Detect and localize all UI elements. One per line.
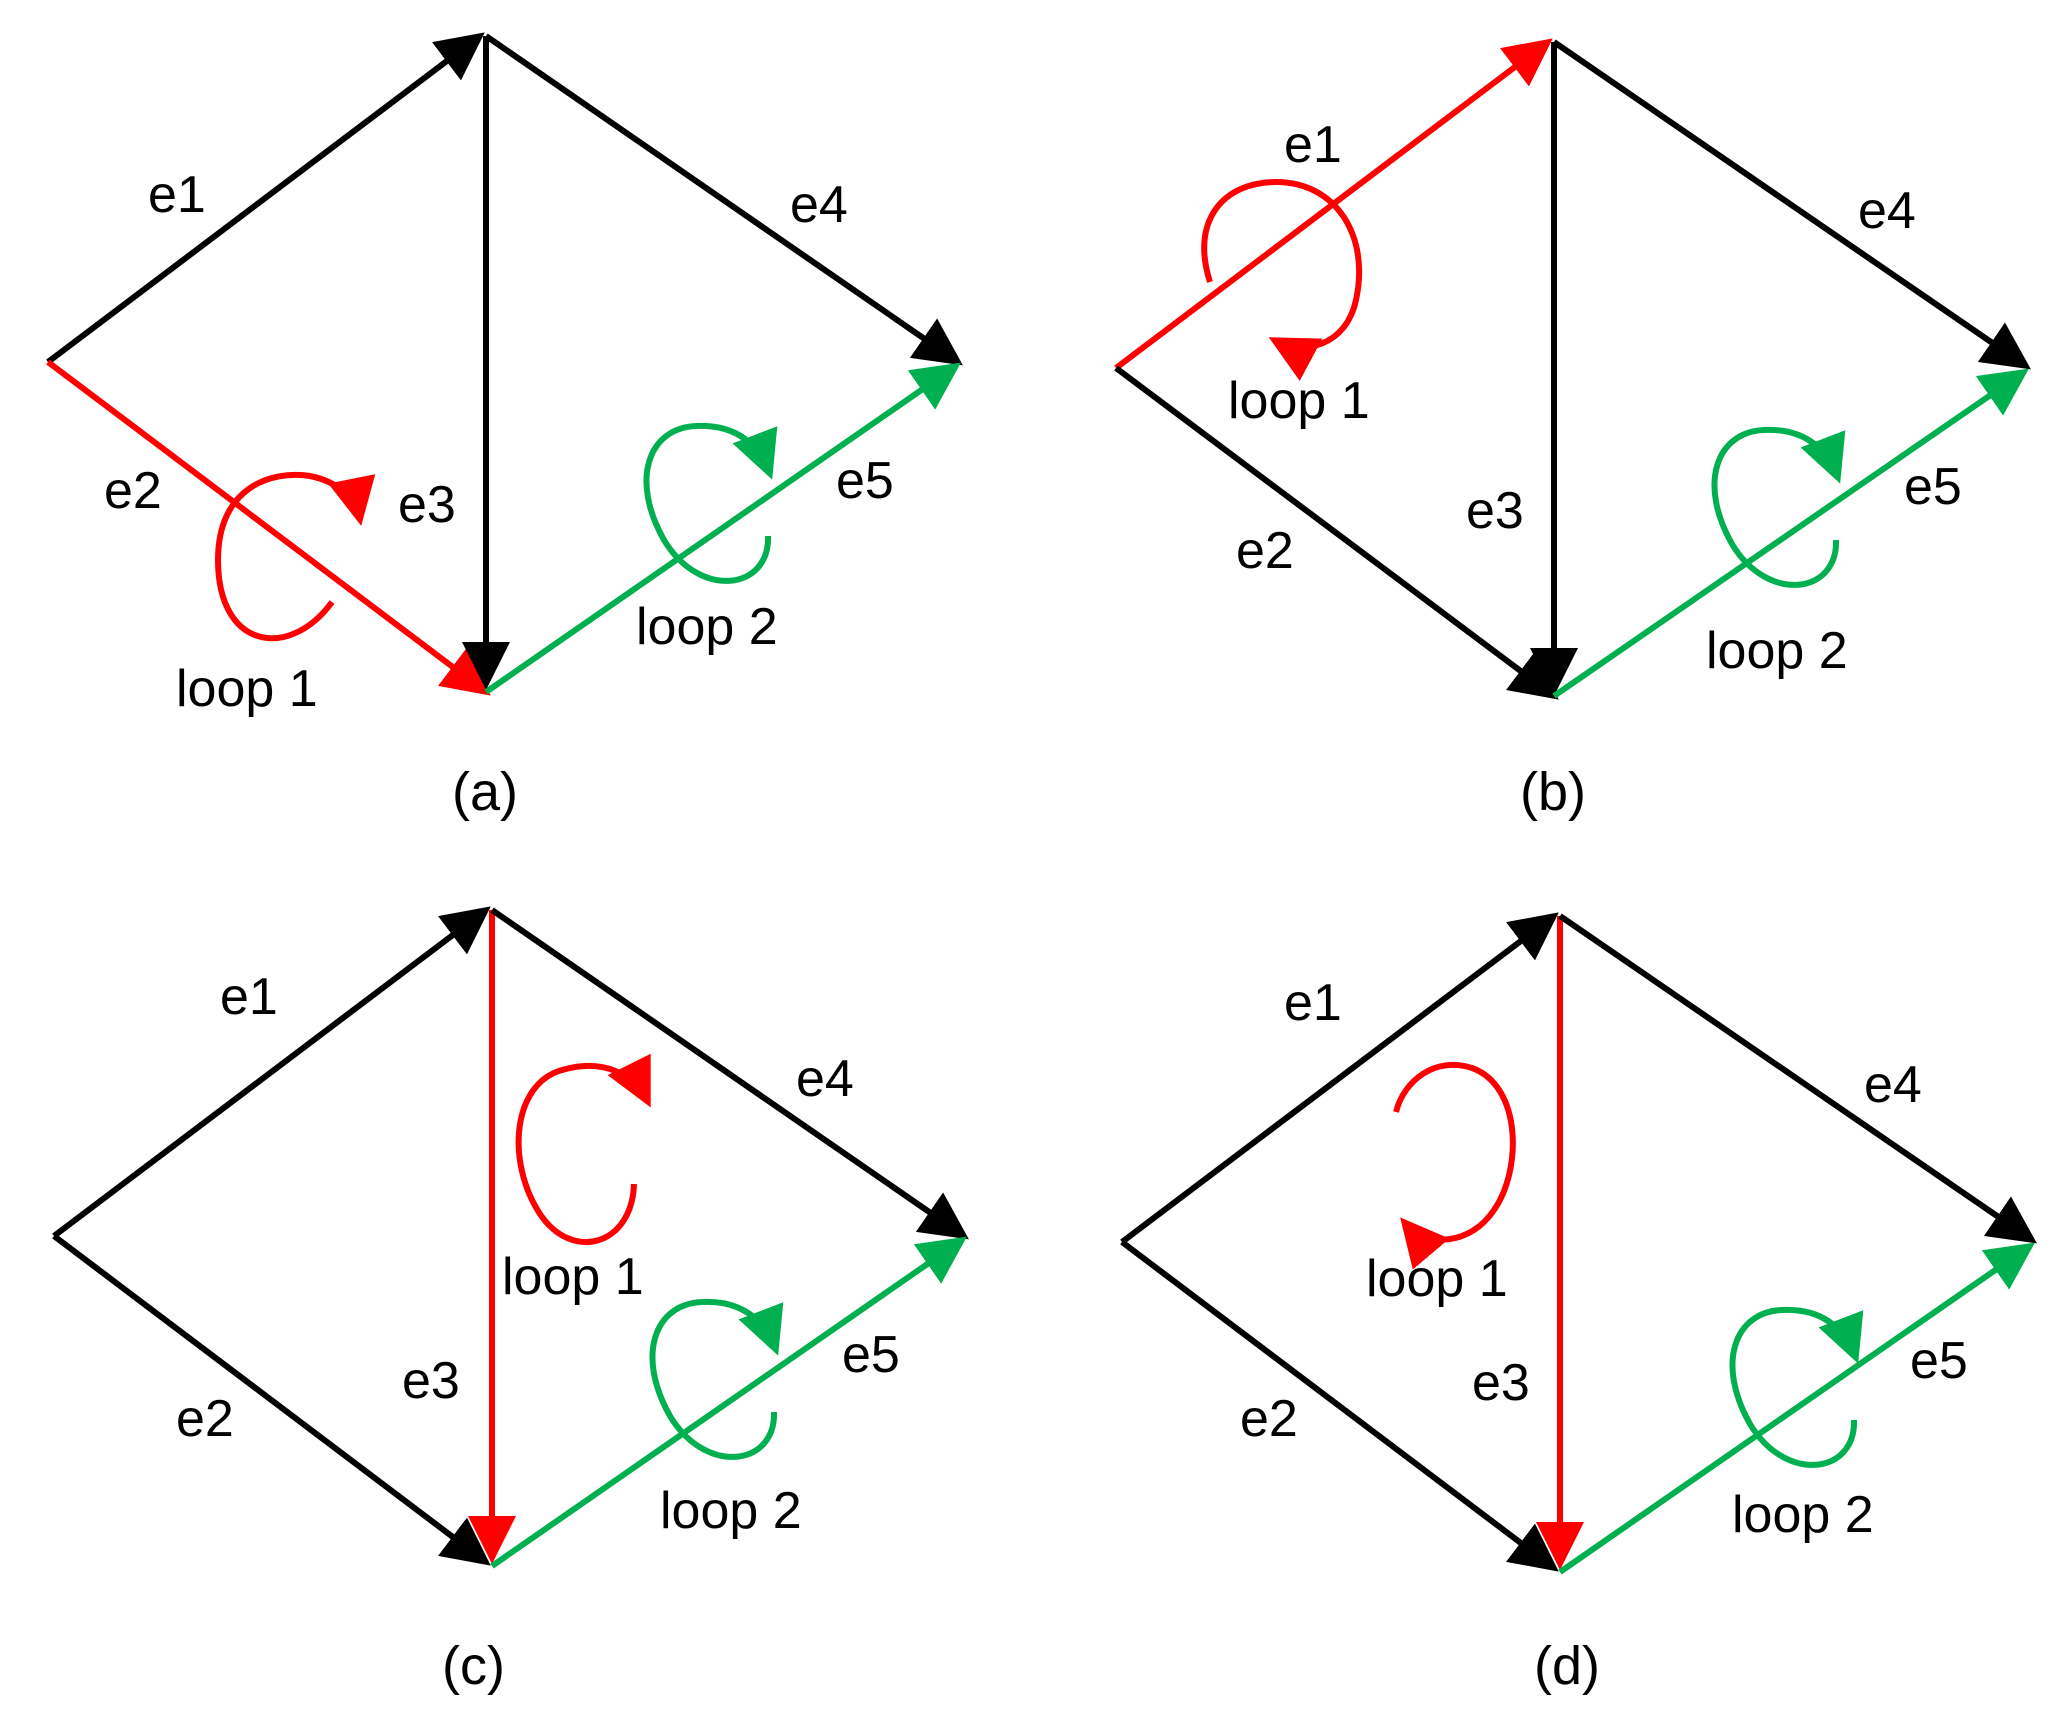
edge-e4: [490, 907, 969, 1240]
edge-label-e5: e5: [1910, 1332, 1968, 1390]
panel-d: e1 e2 e3 e4 e5 loop 1 loop 2 (d): [1120, 912, 2037, 1696]
edge-e5: [484, 362, 961, 695]
loop-label-2: loop 2: [636, 598, 778, 656]
edge-e5: [1558, 1242, 2035, 1575]
panel-a: e1 e2 e3 e4 e5 loop 1 loop 2 (a): [46, 32, 963, 822]
panel-caption-c: (c): [442, 1636, 505, 1696]
edge-label-e4: e4: [1858, 182, 1916, 240]
edge-e4: [484, 33, 963, 366]
loop-1-arrow: [214, 472, 376, 642]
loop-1-arrow: [515, 1053, 651, 1245]
loop-2-arrow: [1711, 426, 1846, 588]
edge-label-e3: e3: [402, 1352, 460, 1410]
edge-label-e3: e3: [1472, 1354, 1530, 1412]
edge-label-e3: e3: [398, 476, 456, 534]
loop-label-2: loop 2: [1732, 1486, 1874, 1544]
edge-label-e5: e5: [836, 452, 894, 510]
edge-label-e1: e1: [1284, 974, 1342, 1032]
edge-e4: [1552, 39, 2031, 370]
edge-label-e4: e4: [1864, 1056, 1922, 1114]
loop-label-2: loop 2: [660, 1482, 802, 1540]
panel-b: e1 e2 e3 e4 e5 loop 1 loop 2 (b): [1114, 38, 2031, 822]
loop-label-1: loop 1: [1228, 372, 1370, 430]
edge-label-e5: e5: [842, 1326, 900, 1384]
edge-e2: [46, 359, 491, 696]
edge-e1: [46, 32, 485, 365]
panel-caption-d: (d): [1534, 1636, 1600, 1696]
edge-label-e2: e2: [176, 1390, 234, 1448]
loop-label-1: loop 1: [176, 660, 318, 718]
edge-e1: [52, 906, 491, 1239]
loop-label-2: loop 2: [1706, 622, 1848, 680]
edge-e4: [1558, 913, 2037, 1244]
panel-c: e1 e2 e3 e4 e5 loop 1 loop 2 (c): [52, 906, 969, 1696]
edge-label-e1: e1: [220, 968, 278, 1026]
loop-1-arrow: [1201, 178, 1363, 381]
loop-2-arrow: [649, 1298, 784, 1460]
edge-label-e1: e1: [1284, 116, 1342, 174]
edge-e5: [490, 1236, 967, 1569]
loop-1-arrow: [1393, 1061, 1516, 1270]
edge-e5: [1552, 368, 2029, 699]
edge-label-e5: e5: [1904, 458, 1962, 516]
edge-e2: [52, 1233, 491, 1566]
loop-2-arrow: [643, 422, 778, 584]
loop-label-1: loop 1: [1366, 1250, 1508, 1308]
edge-label-e3: e3: [1466, 482, 1524, 540]
loop-label-1: loop 1: [502, 1248, 644, 1306]
edge-label-e1: e1: [148, 166, 206, 224]
panel-caption-b: (b): [1520, 762, 1586, 822]
edge-e1: [1120, 912, 1559, 1245]
edge-label-e2: e2: [104, 462, 162, 520]
edge-label-e2: e2: [1240, 1390, 1298, 1448]
loop-2-arrow: [1729, 1306, 1864, 1468]
edge-e2: [1120, 1239, 1559, 1572]
edge-label-e2: e2: [1236, 522, 1294, 580]
panel-caption-a: (a): [452, 762, 518, 822]
edge-e2: [1114, 365, 1559, 700]
edge-label-e4: e4: [796, 1050, 854, 1108]
edge-label-e4: e4: [790, 176, 848, 234]
